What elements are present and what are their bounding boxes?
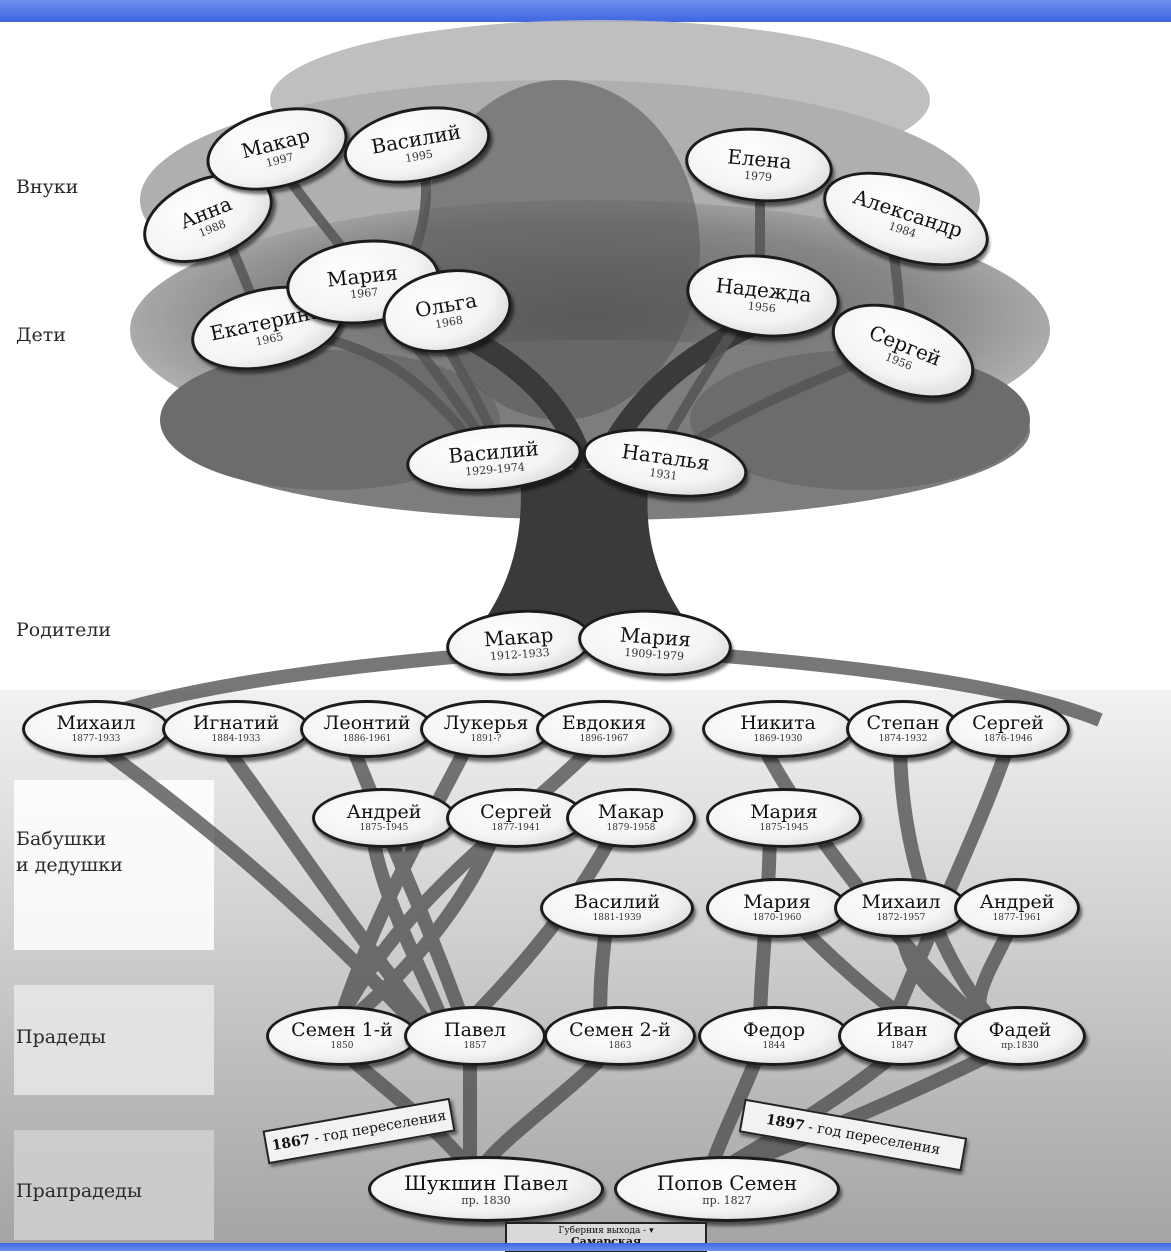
person-years: 1912-1933 [489,645,551,663]
person-years: 1931 [648,465,679,483]
person-name: Мария [743,891,811,913]
label-parents: Родители [16,619,112,641]
label-great-grandparents: Прадеды [16,1026,106,1048]
label-grandchildren: Внуки [16,176,79,198]
person-name: Андрей [979,891,1055,913]
band-great-great-grandparents [14,1130,214,1240]
person-name: Василий [447,435,540,468]
person-years: пр.1830 [1001,1041,1039,1051]
person-name: Мария [619,622,692,651]
person-years: 1850 [330,1041,354,1051]
person-years: 1857 [463,1041,487,1051]
band-great-grandparents [14,985,214,1095]
person-years: 1891-? [470,734,502,744]
person-name: Фадей [988,1019,1052,1041]
person-name: Надежда [714,272,813,307]
person-name: Василий [574,891,660,913]
person-name: Михаил [56,712,136,734]
person-name: Семен 1-й [291,1019,393,1041]
person-name: Семен 2-й [569,1019,671,1041]
person-years: 1886-1961 [342,734,392,744]
gubernia-label: Губерния выхода - ▾ [558,1225,654,1236]
person-name: Сергей [480,801,552,823]
person-years: 1874-1932 [878,734,928,744]
person-name: Иван [876,1019,928,1041]
person-name: Макар [597,801,665,823]
person-years: 1877-1961 [992,913,1042,923]
tree-trunk [470,470,700,640]
gubernia-value: Самарская [570,1234,642,1248]
person-name: Елена [726,143,793,174]
person-years: 1877-1941 [491,823,541,833]
person-name: Шукшин Павел [404,1170,568,1195]
person-name: Михаил [861,891,941,913]
person-name: Сергей [972,712,1044,734]
person-years: 1875-1945 [759,823,809,833]
person-name: Павел [444,1019,506,1041]
person-name: Леонтий [323,712,411,734]
person-years: 1872-1957 [876,913,926,923]
person-years: 1869-1930 [753,734,803,744]
person-name: Мария [325,259,399,292]
person-name: Мария [750,801,818,823]
person-name: Евдокия [561,712,647,734]
person-years: 1877-1933 [71,734,121,744]
label-grandparents: Бабушки и дедушки [16,828,123,876]
person-name: Андрей [346,801,422,823]
person-name: Игнатий [192,712,280,734]
window-header-bar [0,0,1171,22]
person-years: 1876-1946 [983,734,1033,744]
person-years: 1881-1939 [592,913,642,923]
person-years: 1979 [743,168,773,184]
person-years: 1863 [608,1041,632,1051]
person-years: 1870-1960 [752,913,802,923]
migration-year: 1867 [270,1131,312,1155]
person-years: 1884-1933 [211,734,261,744]
person-years: 1847 [890,1041,914,1051]
person-name: Федор [742,1019,806,1041]
person-name: Лукерья [443,712,529,734]
window-footer-bar [0,1243,1171,1251]
person-years: пр. 1827 [702,1193,752,1207]
label-children: Дети [16,324,66,346]
person-years: 1879-1958 [606,823,656,833]
person-years: 1875-1945 [359,823,409,833]
person-name: Никита [740,712,816,734]
migration-year: 1897 [764,1111,806,1135]
person-years: 1909-1979 [623,645,685,663]
person-years: 1844 [762,1041,786,1051]
person-name: Макар [482,622,555,651]
label-great-great-grandparents: Прапрадеды [16,1180,142,1202]
person-years: 1956 [747,299,777,315]
person-years: 1896-1967 [579,734,629,744]
person-years: 1967 [349,285,379,301]
person-name: Степан [866,712,940,734]
person-name: Попов Семен [656,1170,798,1195]
person-years: пр. 1830 [461,1193,511,1207]
